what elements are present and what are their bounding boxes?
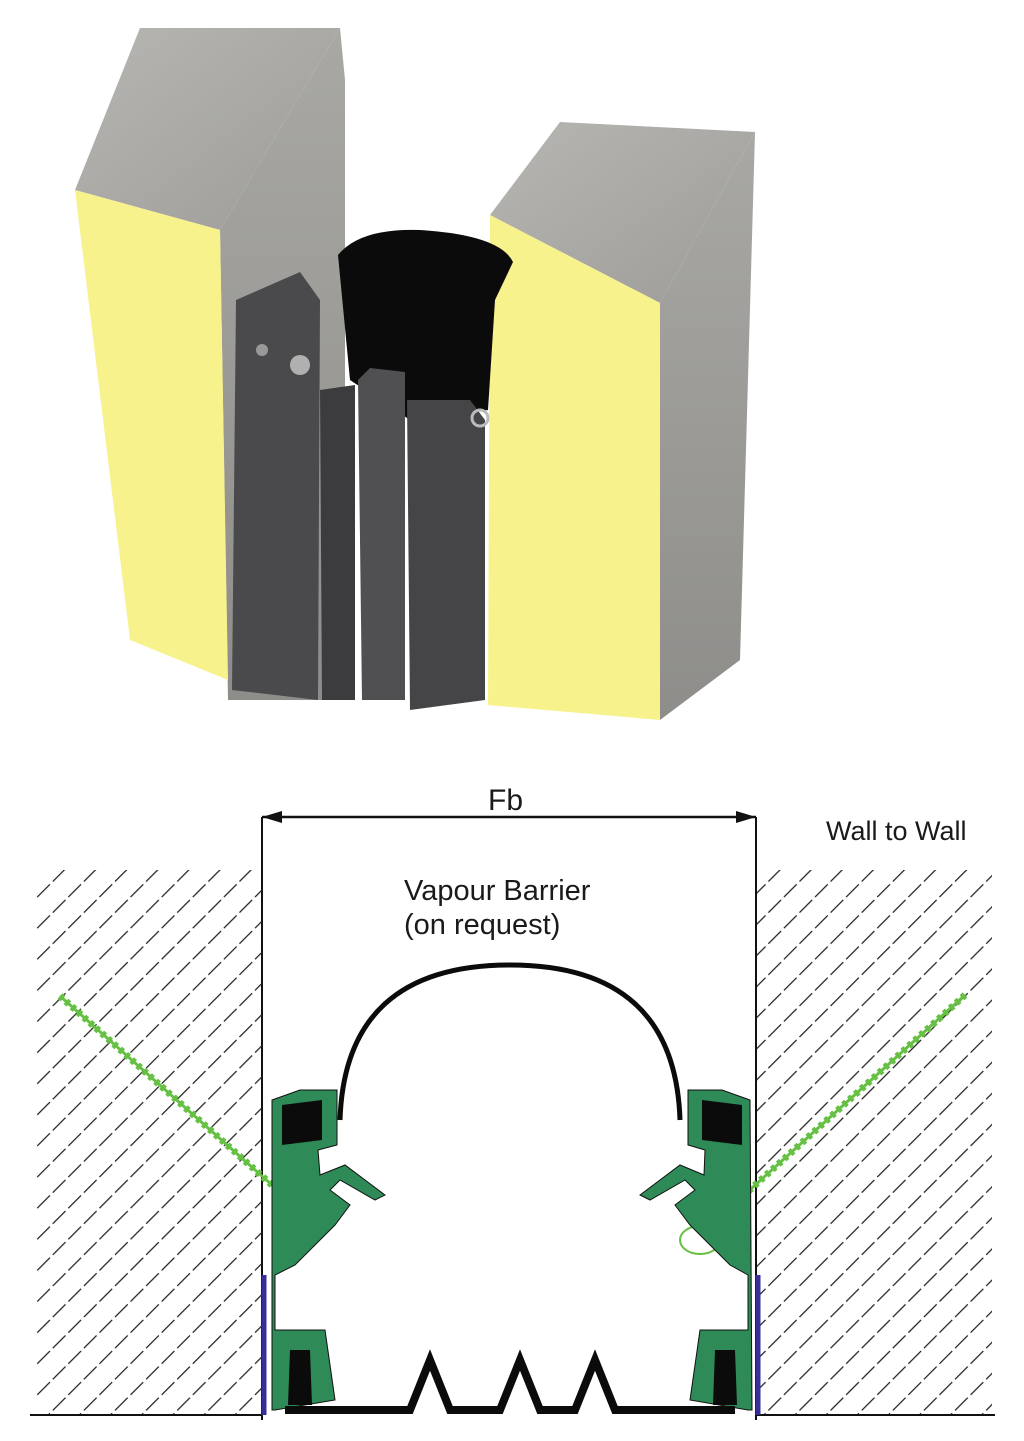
joint-profile-3d (232, 229, 513, 710)
right-wall-hatch (757, 870, 992, 1415)
vapour-barrier-label: Vapour Barrier (on request) (404, 874, 590, 942)
right-wall-block (488, 122, 755, 720)
left-insulation-face (75, 190, 228, 680)
left-profile (271, 1089, 386, 1411)
screw-head-2 (256, 344, 268, 356)
screw-head-1 (290, 355, 310, 375)
application-label: Wall to Wall (826, 816, 967, 846)
dimension-label-fb: Fb (488, 784, 524, 817)
right-profile (639, 1089, 753, 1411)
vapour-barrier-line2: (on request) (404, 909, 561, 941)
right-insulation-face (488, 215, 660, 720)
joint-section-drawing (30, 811, 995, 1420)
bottom-flexible-seal (285, 1349, 735, 1414)
joint-3d-render (75, 28, 755, 720)
left-wall-hatch (35, 870, 262, 1415)
vapour-barrier-arc (337, 962, 683, 1121)
vapour-barrier-line1: Vapour Barrier (404, 875, 591, 907)
